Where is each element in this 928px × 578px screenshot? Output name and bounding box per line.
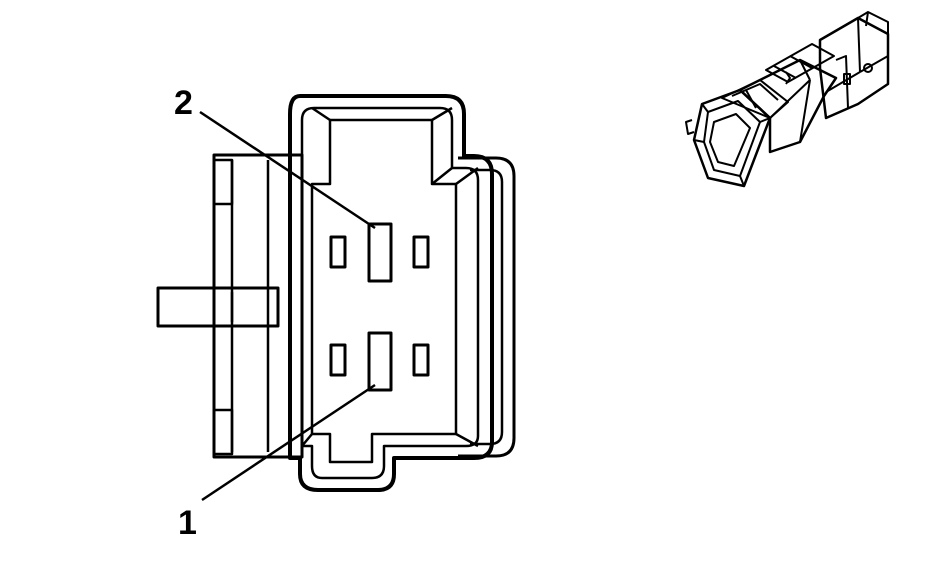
- iso-rear-housing: [818, 16, 890, 120]
- connector-face-view: [156, 94, 516, 492]
- terminal-upper-left: [329, 235, 347, 269]
- connector-outer-housing: [288, 94, 494, 492]
- callout-label-2: 2: [174, 84, 193, 122]
- leader-line-2: [199, 110, 376, 230]
- connector-isometric-view: [685, 11, 890, 188]
- terminal-1: [367, 331, 393, 392]
- connector-cavity: [310, 118, 458, 464]
- terminal-lower-left: [329, 343, 347, 377]
- callout-1: 1: [178, 383, 376, 542]
- leader-line-1: [201, 383, 376, 502]
- connector-inner-housing: [300, 106, 480, 480]
- callout-2: 2: [174, 84, 376, 230]
- callout-label-1: 1: [178, 504, 197, 542]
- terminal-upper-right: [412, 235, 430, 269]
- connector-rear-shroud: [458, 156, 516, 458]
- terminal-lower-right: [412, 343, 430, 377]
- locking-tab: [156, 286, 280, 328]
- iso-body: [738, 58, 838, 154]
- terminal-2: [367, 222, 393, 283]
